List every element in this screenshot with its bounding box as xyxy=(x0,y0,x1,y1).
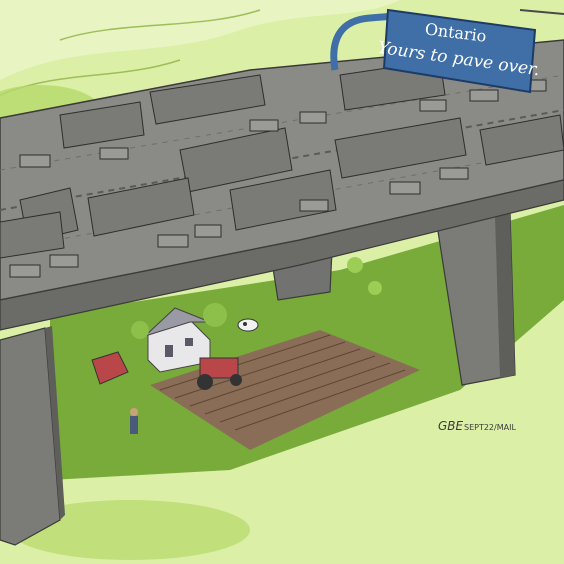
tractor-icon xyxy=(197,357,242,390)
shed-icon xyxy=(91,351,129,385)
sign-pole xyxy=(330,12,396,71)
tree-icon xyxy=(368,281,382,295)
car-icon xyxy=(9,79,547,278)
ontario-sign xyxy=(382,8,537,94)
left-pillar xyxy=(0,327,61,546)
person-icon xyxy=(130,408,138,434)
sign-arm xyxy=(519,9,564,15)
highway-deck-edge xyxy=(0,179,564,331)
tree-icon xyxy=(203,303,227,327)
artist-signature: GBE xyxy=(438,419,464,433)
rolling-hills xyxy=(0,0,400,80)
house-icon xyxy=(144,307,211,373)
left-pillar-face xyxy=(45,326,65,520)
cow-icon xyxy=(237,318,259,332)
tree-icon xyxy=(131,321,149,339)
grass-patch xyxy=(10,500,250,560)
signature-date: SEPT22/MAIL xyxy=(464,423,516,432)
right-pillar-face xyxy=(495,212,515,378)
plowed-field xyxy=(150,330,420,450)
tree-icon xyxy=(347,257,363,273)
truck-icon xyxy=(0,59,564,259)
